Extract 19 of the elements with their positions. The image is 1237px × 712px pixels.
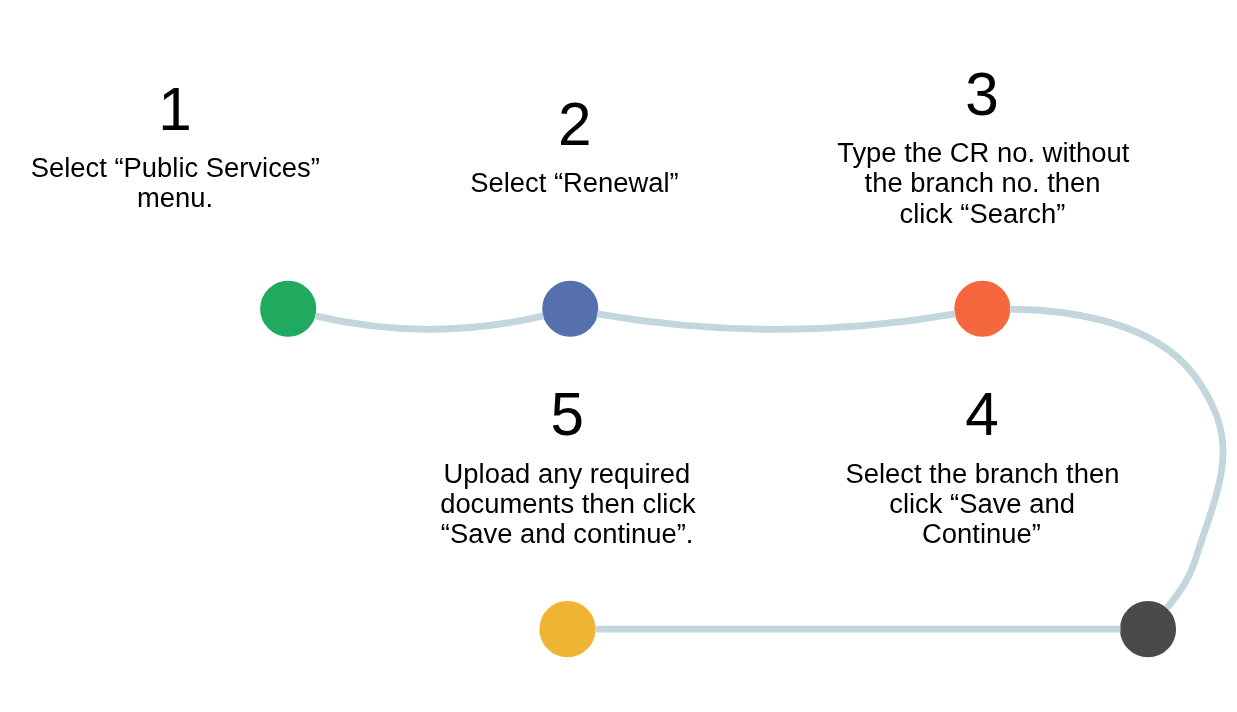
node-label: Select “Public Services” menu.: [30, 152, 320, 214]
node-label: 5: [550, 380, 584, 448]
node-circle: [539, 601, 596, 658]
node-circle: [954, 280, 1011, 337]
node-circle: [260, 280, 317, 337]
node-label: Upload any required documents then click “Save and continue”.: [440, 457, 696, 549]
node-circle: [542, 280, 599, 337]
node-label: Select “Renewal”: [470, 167, 679, 199]
node-label: 3: [965, 59, 999, 128]
connector: [596, 310, 956, 333]
node-label: 1: [158, 74, 192, 143]
node-label: 2: [557, 89, 592, 158]
connector: [314, 312, 545, 333]
node-label: 4: [965, 380, 999, 448]
node-label: Type the CR no. without the branch no. then click “Search”: [837, 137, 1130, 229]
node-circle: [1119, 601, 1177, 658]
connector: [1009, 305, 1227, 611]
connector: [595, 625, 1121, 633]
node-label: Select the branch then click “Save and Continue”: [845, 457, 1120, 549]
